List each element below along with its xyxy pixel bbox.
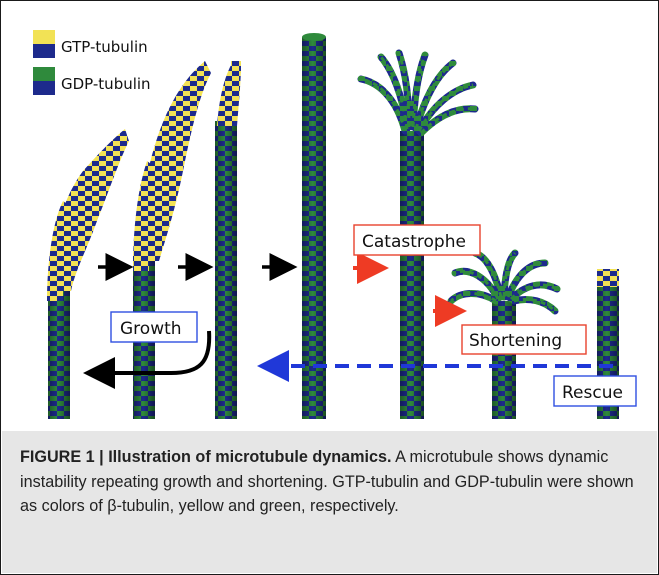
catastrophe-label: Catastrophe (362, 232, 466, 252)
microtubule-growing-sheet-1 (47, 129, 129, 419)
legend-gtp-swatch (33, 30, 55, 58)
shortening-label: Shortening (469, 331, 562, 351)
figure-caption: FIGURE 1 | Illustration of microtubule d… (20, 445, 640, 519)
catastrophe-label-box: Catastrophe (354, 225, 480, 255)
legend: GTP-tubulin GDP-tubulin (33, 30, 151, 95)
microtubule-gdp-lattice (302, 33, 326, 419)
caption-figure-label: FIGURE 1 | (20, 448, 104, 466)
microtubule-gtp-cap (215, 61, 241, 419)
legend-gdp-label: GDP-tubulin (61, 75, 151, 93)
growth-label: Growth (120, 319, 182, 339)
rescue-label-box: Rescue (554, 376, 636, 406)
caption-title: Illustration of microtubule dynamics. (108, 448, 391, 466)
legend-gdp-swatch (33, 67, 55, 95)
shortening-label-box: Shortening (462, 325, 586, 354)
legend-gtp-label: GTP-tubulin (61, 38, 148, 56)
microtubule-diagram: GTP-tubulin GDP-tubulin (1, 1, 658, 431)
rescue-label: Rescue (562, 383, 623, 403)
growth-label-box: Growth (111, 312, 197, 342)
